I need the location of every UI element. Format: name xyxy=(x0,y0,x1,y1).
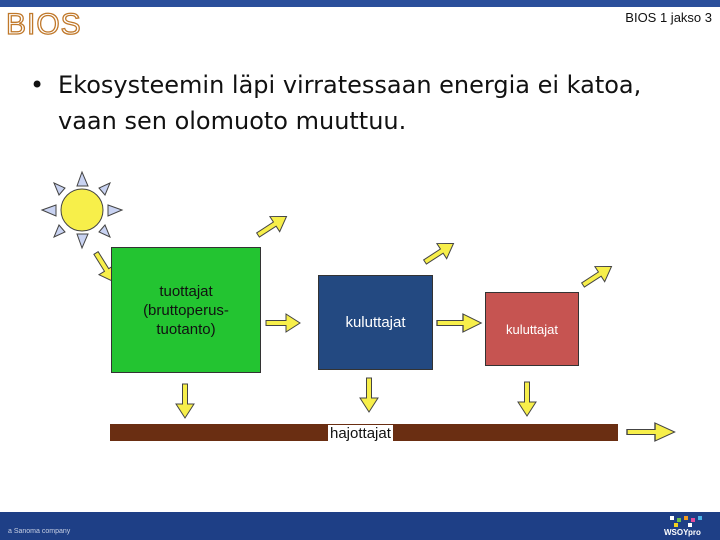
decomposer-label: hajottajat xyxy=(328,425,393,442)
footer-company-text: a Sanoma company xyxy=(8,528,71,535)
consumer1-to-decomposer-arrow xyxy=(359,377,379,413)
secondary-consumer-label: kuluttajat xyxy=(505,321,559,337)
producer-to-decomposer-arrow xyxy=(175,383,195,419)
producer-label-line: tuottajat xyxy=(159,282,213,300)
producer-label-line: (bruttoperus- xyxy=(143,301,229,319)
header-bar xyxy=(0,0,720,7)
decomposer-heat-arrow xyxy=(626,422,676,442)
consumer2-heat-arrow xyxy=(577,258,617,294)
bullet-point: • Ekosysteemin läpi virratessaan energia… xyxy=(30,67,678,139)
consumer2-to-decomposer-arrow xyxy=(517,381,537,417)
producer-box: tuottajat (bruttoperus- tuotanto) xyxy=(111,247,261,373)
primary-consumer-label: kuluttajat xyxy=(345,314,406,331)
section-label: BIOS 1 jakso 3 xyxy=(625,10,712,25)
consumer-to-consumer-arrow xyxy=(436,313,482,333)
secondary-consumer-box: kuluttajat xyxy=(485,292,579,366)
producer-label-line: tuotanto) xyxy=(156,320,216,338)
bios-logo: BIOS xyxy=(5,7,82,41)
footer-publisher-logo: WSOYpro xyxy=(664,528,701,537)
consumer1-heat-arrow xyxy=(419,235,459,271)
footer-bar xyxy=(0,512,720,540)
bullet-text: Ekosysteemin läpi virratessaan energia e… xyxy=(58,71,642,135)
sun-icon xyxy=(40,170,124,250)
producer-heat-arrow xyxy=(252,208,292,244)
primary-consumer-box: kuluttajat xyxy=(318,275,433,370)
bullet-marker: • xyxy=(30,71,45,99)
producer-to-consumer-arrow xyxy=(265,313,301,333)
footer-logo-dots-icon xyxy=(670,516,702,527)
